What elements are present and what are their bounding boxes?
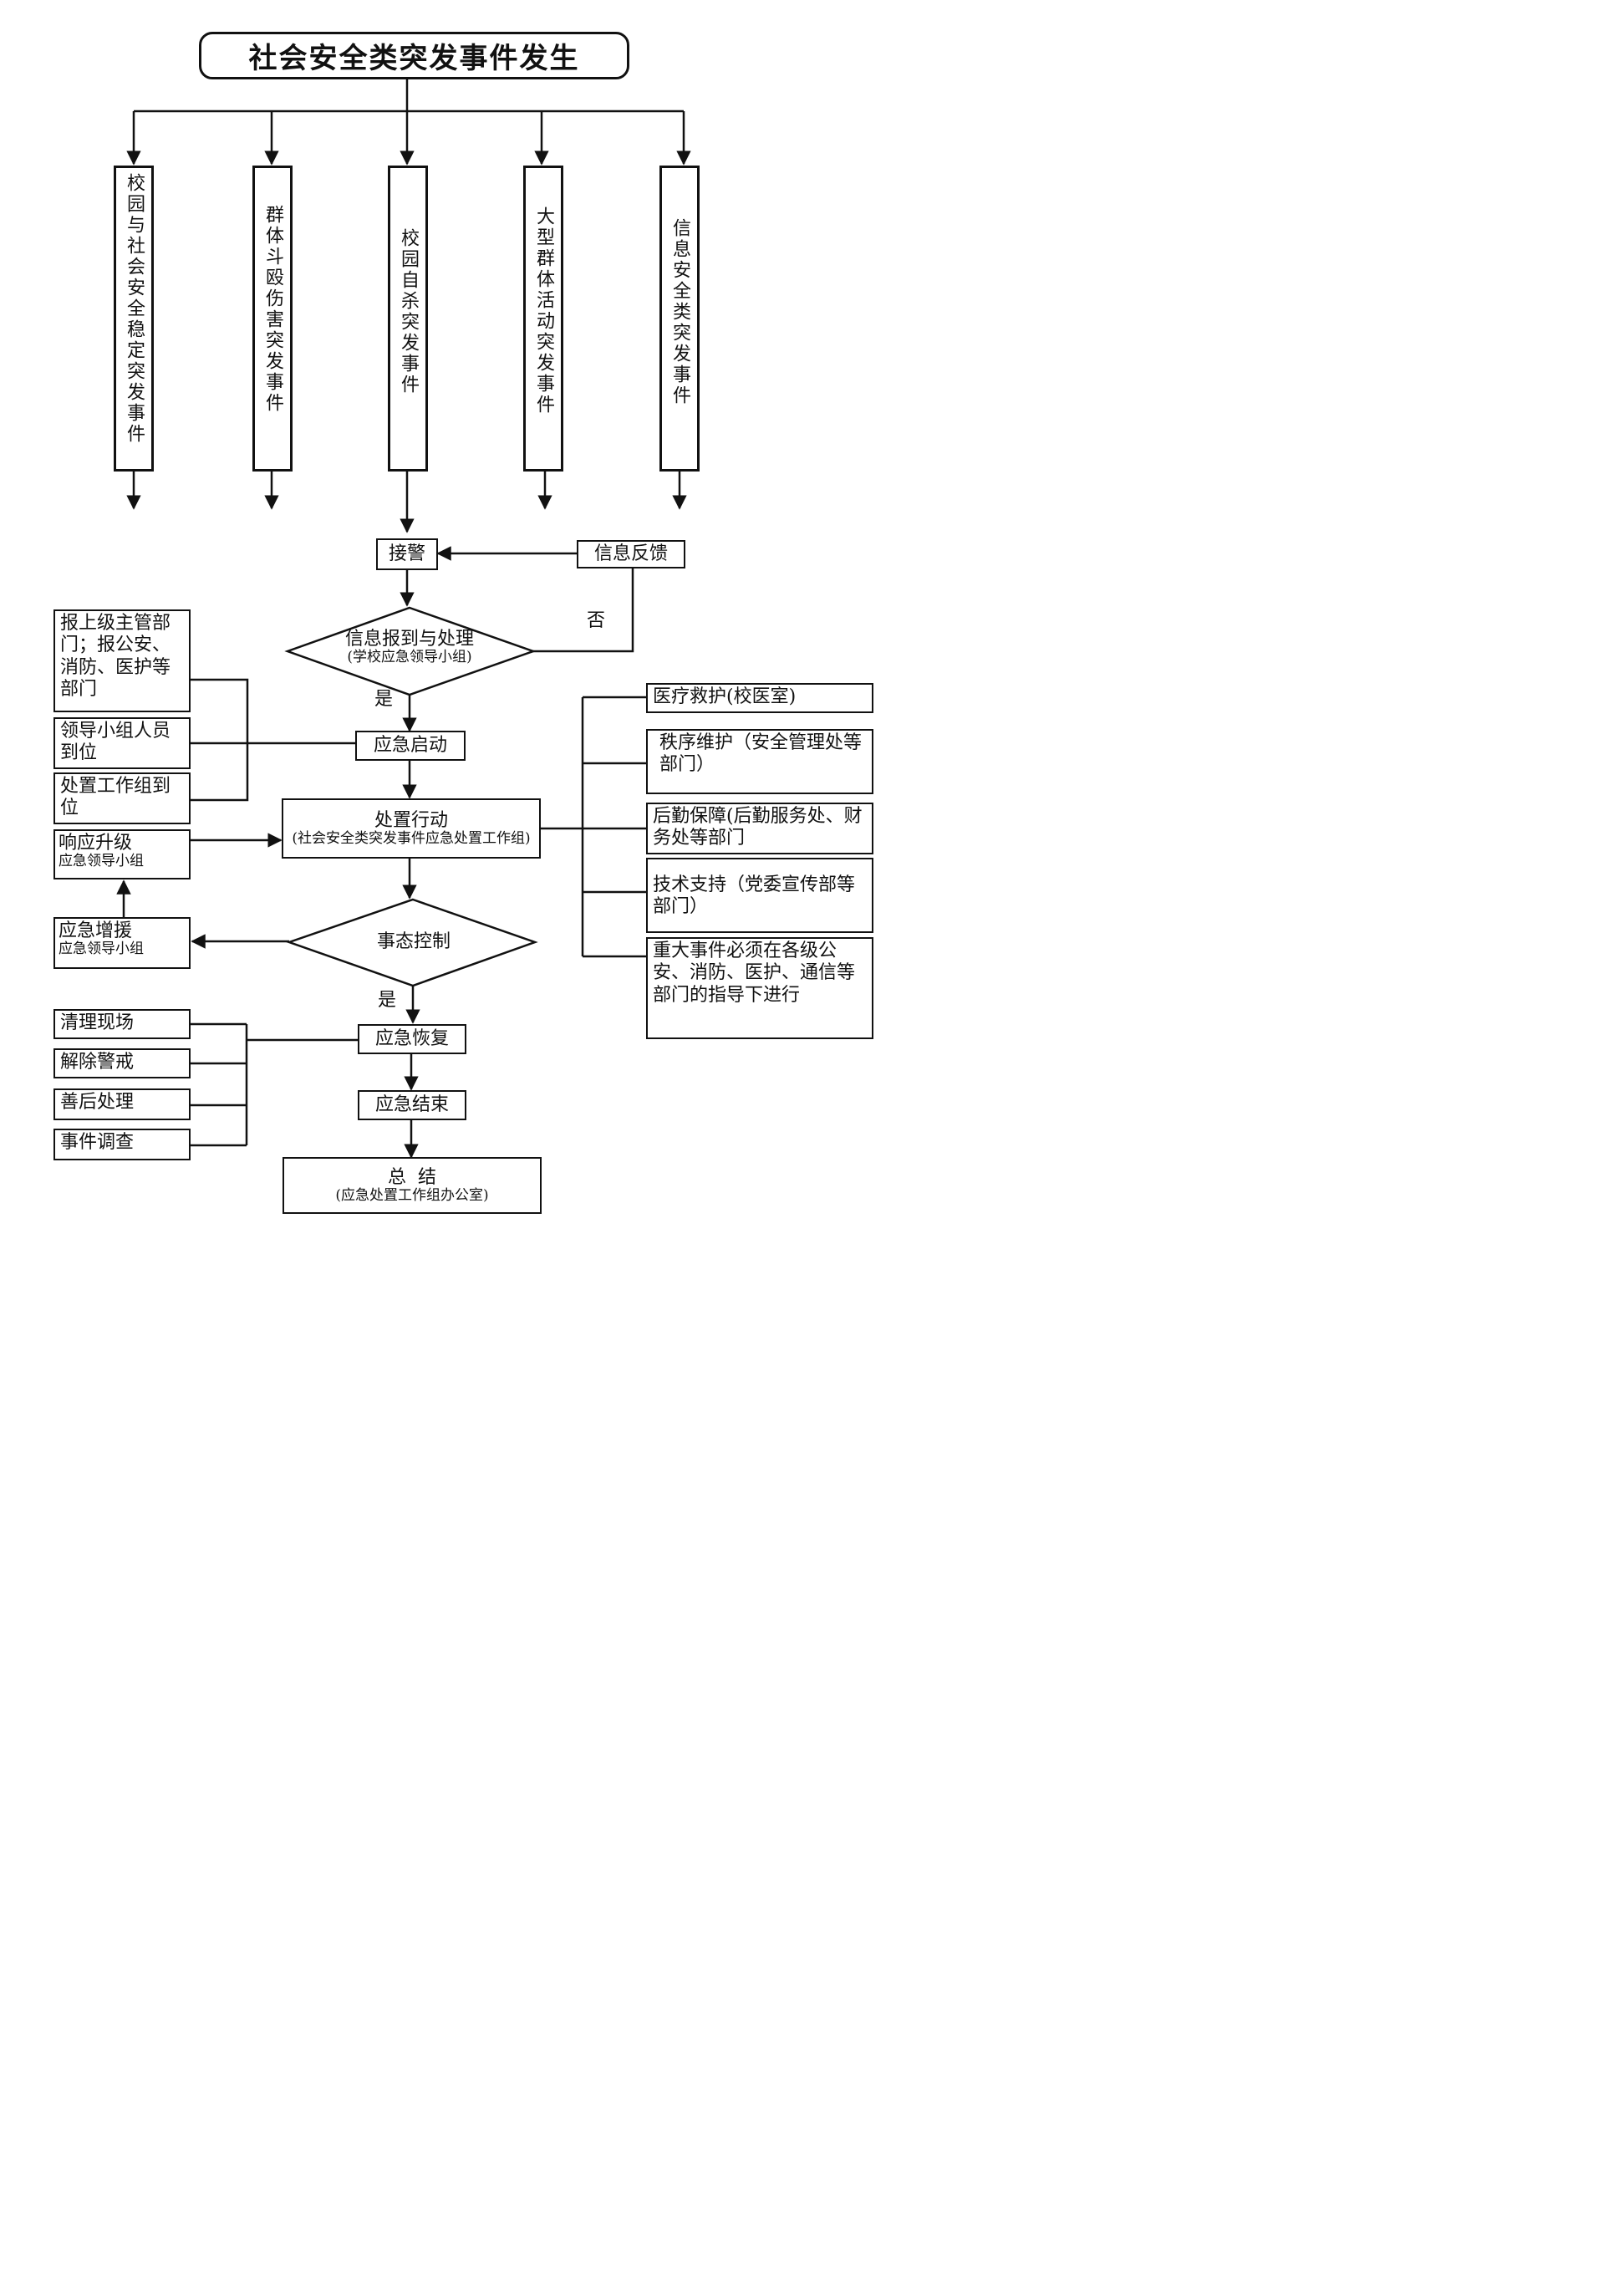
emergency-recover-label: 应急恢复 [374, 1028, 449, 1050]
response-upgrade-box: 响应升级 应急领导小组 [53, 829, 191, 879]
major-event-guidance-label: 重大事件必须在各级公安、消防、医护、通信等部门的指导下进行 [653, 941, 856, 1006]
lift-alert-box: 解除警戒 [53, 1048, 191, 1078]
category-label: 信息安全类突发事件 [669, 218, 690, 406]
clean-scene-box: 清理现场 [53, 1009, 191, 1039]
flowchart-page: 社会安全类突发事件发生 校园与社会安全稳定突发事件 群体斗殴伤害突发事件 校园自… [0, 0, 919, 1300]
decision-diamond-report [284, 606, 537, 696]
emergency-end-label: 应急结束 [374, 1094, 449, 1116]
category-box-information-security: 信息安全类突发事件 [659, 166, 700, 472]
category-label: 校园与社会安全稳定突发事件 [124, 173, 145, 445]
logistics-support-box: 后勤保障(后勤服务处、财务处等部门 [646, 803, 873, 854]
lift-alert-label: 解除警戒 [60, 1052, 135, 1073]
logistics-support-label: 后勤保障(后勤服务处、财务处等部门 [653, 806, 863, 849]
disposal-action-main: 处置行动 [374, 809, 448, 831]
category-label: 校园自杀突发事件 [398, 228, 419, 395]
summary-box: 总 结 (应急处置工作组办公室) [283, 1157, 542, 1214]
working-group-arrive-label: 处置工作组到位 [60, 776, 171, 819]
emergency-start-box: 应急启动 [355, 731, 466, 761]
response-upgrade-sub: 应急领导小组 [59, 853, 144, 870]
event-investigation-label: 事件调查 [60, 1132, 135, 1153]
category-box-campus-social-stability: 校园与社会安全稳定突发事件 [114, 166, 154, 472]
summary-sub: (应急处置工作组办公室) [335, 1186, 489, 1204]
event-investigation-box: 事件调查 [53, 1129, 191, 1160]
emergency-recover-box: 应急恢复 [358, 1024, 466, 1054]
order-maintenance-label: 秩序维护（安全管理处等部门） [659, 732, 863, 776]
technical-support-label: 技术支持（党委宣传部等部门） [653, 874, 856, 918]
medical-rescue-label: 医疗救护(校医室) [653, 686, 797, 707]
working-group-arrive-box: 处置工作组到位 [53, 772, 191, 824]
disposal-action-sub: (社会安全类突发事件应急处置工作组) [292, 829, 531, 847]
category-box-campus-suicide: 校园自杀突发事件 [388, 166, 428, 472]
emergency-reinforce-sub: 应急领导小组 [59, 941, 144, 958]
leaders-arrive-box: 领导小组人员到位 [53, 717, 191, 769]
report-superiors-label: 报上级主管部门；报公安、消防、医护等部门 [60, 613, 171, 701]
clean-scene-label: 清理现场 [60, 1012, 135, 1033]
receive-alarm-label: 接警 [388, 543, 425, 565]
category-box-group-fight: 群体斗殴伤害突发事件 [252, 166, 293, 472]
disposal-action-box: 处置行动 (社会安全类突发事件应急处置工作组) [282, 798, 541, 859]
category-label: 群体斗殴伤害突发事件 [262, 205, 283, 414]
aftermath-box: 善后处理 [53, 1088, 191, 1120]
receive-alarm-box: 接警 [376, 538, 438, 570]
yes-label-2: 是 [378, 990, 397, 1011]
decision-report-main: 信息报到与处理 [344, 629, 474, 650]
technical-support-box: 技术支持（党委宣传部等部门） [646, 858, 873, 933]
order-maintenance-box: 秩序维护（安全管理处等部门） [646, 729, 873, 794]
decision-report-text: 信息报到与处理 (学校应急领导小组) [318, 629, 501, 666]
no-label: 否 [587, 610, 606, 631]
category-box-large-group-activity: 大型群体活动突发事件 [523, 166, 563, 472]
response-upgrade-main: 响应升级 [59, 833, 133, 854]
feedback-label: 信息反馈 [593, 543, 668, 565]
event-title-box: 社会安全类突发事件发生 [199, 32, 629, 79]
leaders-arrive-label: 领导小组人员到位 [60, 721, 171, 764]
summary-main: 总 结 [388, 1166, 436, 1188]
emergency-reinforce-main: 应急增援 [59, 920, 133, 941]
medical-rescue-box: 医疗救护(校医室) [646, 683, 873, 713]
emergency-start-label: 应急启动 [373, 735, 447, 757]
report-superiors-box: 报上级主管部门；报公安、消防、医护等部门 [53, 609, 191, 712]
emergency-reinforce-box: 应急增援 应急领导小组 [53, 917, 191, 969]
connector-lines [116, 78, 691, 1159]
situation-control-text: 事态控制 [376, 931, 451, 952]
decision-report-sub: (学校应急领导小组) [347, 649, 472, 666]
major-event-guidance-box: 重大事件必须在各级公安、消防、医护、通信等部门的指导下进行 [646, 937, 873, 1039]
decision-diamond-control [286, 898, 538, 987]
yes-label-1: 是 [374, 689, 394, 710]
feedback-box: 信息反馈 [577, 540, 685, 568]
event-title: 社会安全类突发事件发生 [248, 42, 580, 75]
category-label: 大型群体活动突发事件 [533, 206, 554, 415]
emergency-end-box: 应急结束 [358, 1090, 466, 1120]
aftermath-label: 善后处理 [60, 1092, 135, 1113]
